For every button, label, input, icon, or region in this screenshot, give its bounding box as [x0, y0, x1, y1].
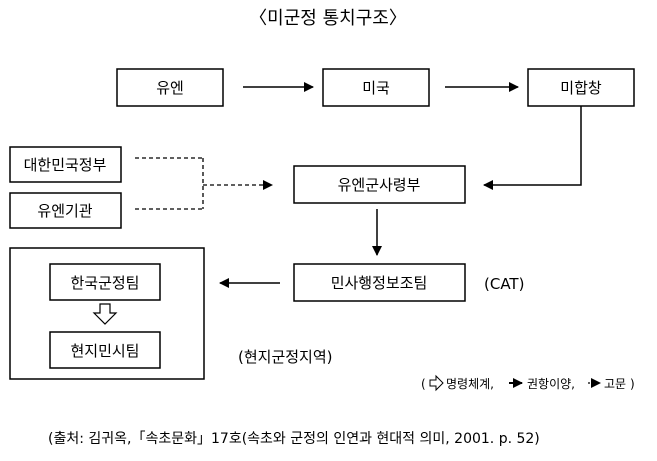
- hollow-arrow-icon: [429, 374, 444, 392]
- node-local-team: 현지민시팀: [49, 331, 161, 369]
- hollow-down-arrow-icon: [92, 303, 118, 325]
- node-cat-abbr: (CAT): [484, 275, 524, 293]
- node-jcs-label: 미합창: [560, 79, 602, 97]
- node-unc-label: 유엔군사령부: [338, 176, 421, 194]
- node-un-agency-label: 유엔기관: [37, 202, 92, 220]
- diagram-title: 〈미군정 통치구조〉: [249, 8, 407, 29]
- arrow-jcs-to-unc: [483, 106, 582, 190]
- node-un: 유엔: [116, 68, 224, 107]
- node-usa-label: 미국: [362, 79, 390, 97]
- node-local-team-label: 현지민시팀: [70, 342, 139, 360]
- node-un-label: 유엔: [156, 79, 184, 97]
- node-usa: 미국: [322, 68, 430, 107]
- node-cat: 민사행정보조팀: [293, 263, 466, 302]
- node-jcs: 미합창: [527, 68, 635, 107]
- advisory-connector: [135, 157, 273, 210]
- legend-open-paren: (: [421, 377, 426, 391]
- node-cat-label: 민사행정보조팀: [331, 274, 428, 292]
- node-korea-gov-label: 대한민국정부: [24, 156, 107, 174]
- node-un-agency: 유엔기관: [9, 192, 122, 229]
- source-caption: (출처: 김귀옥,「속초문화」17호(속초와 군정의 인연과 현대적 의미, 2…: [48, 431, 540, 447]
- legend: ( 명령체계, 권항이양, 고문 ): [421, 374, 635, 392]
- legend-advisory: 고문: [604, 377, 626, 391]
- node-unc: 유엔군사령부: [293, 165, 466, 204]
- region-box: [9, 247, 205, 380]
- legend-advice: 권항이양,: [527, 377, 575, 391]
- node-korea-gov: 대한민국정부: [9, 146, 122, 183]
- node-civil-team-label: 한국군정팀: [70, 274, 139, 292]
- legend-close-paren: ): [630, 377, 635, 391]
- legend-command: 명령체계,: [446, 377, 494, 391]
- region-label: (현지군정지역): [238, 348, 333, 366]
- node-civil-team: 한국군정팀: [49, 263, 161, 301]
